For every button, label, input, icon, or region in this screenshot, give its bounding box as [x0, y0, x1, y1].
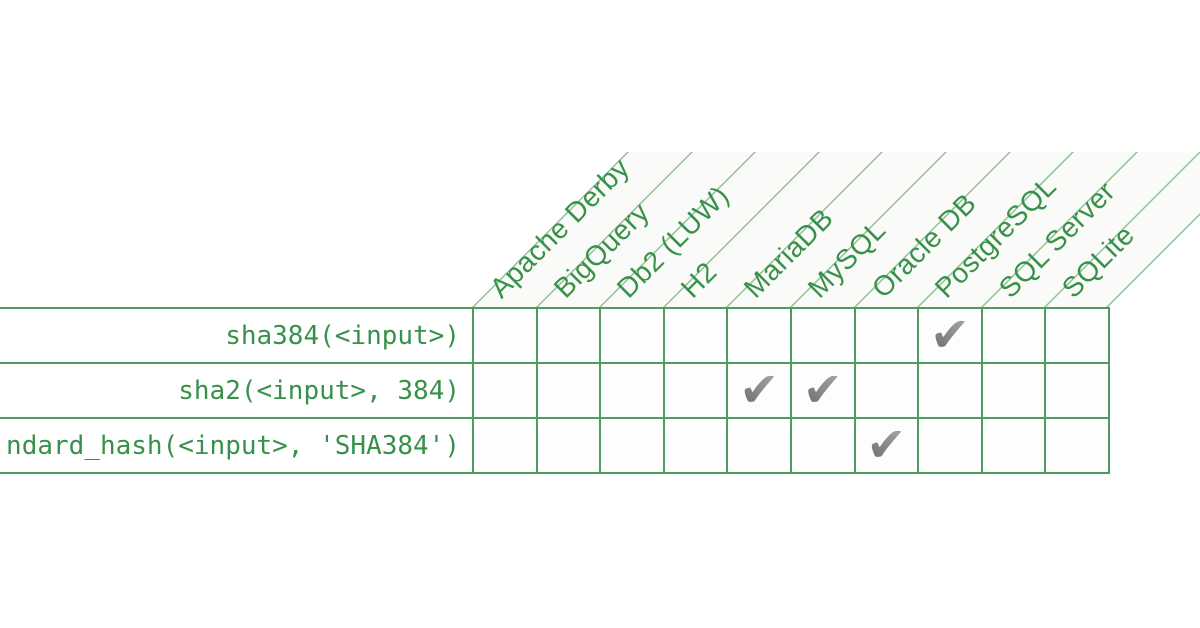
matrix-table: sha384(<input>)✔sha2(<input>, 384)✔✔ndar…: [0, 307, 1110, 474]
matrix-cell: [919, 419, 983, 472]
matrix-cell: [728, 419, 792, 472]
matrix-cell: ✔: [919, 309, 983, 362]
checkmark-icon: ✔: [739, 361, 780, 418]
matrix-cell: [537, 364, 602, 417]
matrix-cell: ✔: [855, 416, 920, 473]
matrix-cell: [1046, 309, 1110, 362]
matrix-cell: [791, 309, 856, 362]
row-label: sha2(<input>, 384): [0, 364, 474, 417]
checkmark-icon: ✔: [866, 416, 907, 473]
matrix-cell: [601, 309, 665, 362]
table-row: sha384(<input>) ✔: [0, 307, 1110, 362]
matrix-cell: [474, 419, 538, 472]
matrix-cell: [728, 309, 792, 362]
matrix-cell: [1046, 364, 1110, 417]
row-label: sha384(<input>): [0, 309, 474, 362]
matrix-cell: [474, 309, 538, 362]
matrix-cell: [982, 419, 1047, 472]
matrix-cell: [855, 309, 920, 362]
matrix-cell: [982, 364, 1047, 417]
matrix-cell: [537, 419, 602, 472]
matrix-cell: [791, 419, 856, 472]
checkmark-icon: ✔: [929, 306, 971, 363]
matrix-cell: [855, 364, 920, 417]
matrix-cell: ✔: [728, 364, 792, 417]
matrix-cell: [1046, 419, 1110, 472]
matrix-cell: [919, 364, 983, 417]
row-label: ndard_hash(<input>, 'SHA384'): [0, 419, 474, 472]
matrix-cell: ✔: [791, 361, 856, 418]
matrix-cell: [474, 364, 538, 417]
matrix-cell: [537, 309, 602, 362]
matrix-cell: [982, 309, 1047, 362]
matrix-cell: [664, 364, 729, 417]
matrix-cell: [601, 419, 665, 472]
matrix-cell: [601, 364, 665, 417]
checkmark-icon: ✔: [802, 361, 843, 418]
matrix-cell: [664, 419, 729, 472]
matrix-cell: [664, 309, 729, 362]
table-row: ndard_hash(<input>, 'SHA384') ✔: [0, 417, 1110, 472]
table-row: sha2(<input>, 384) ✔ ✔: [0, 362, 1110, 417]
